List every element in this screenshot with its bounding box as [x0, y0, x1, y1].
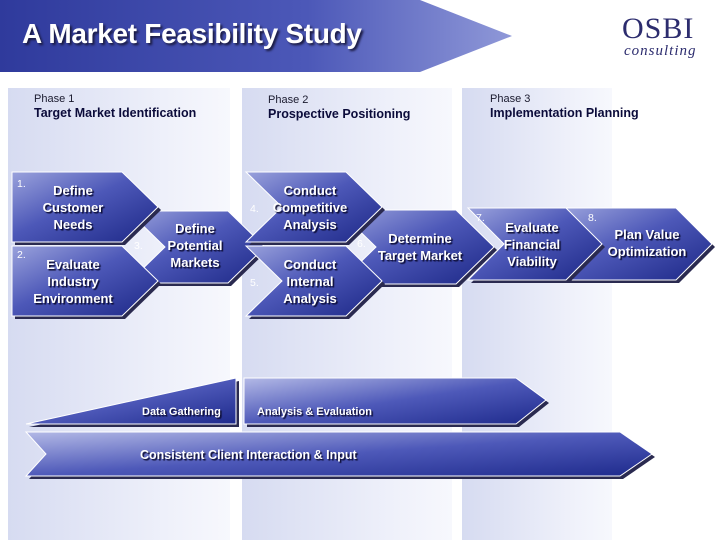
logo-tagline: consulting — [624, 43, 697, 59]
phase-3-name: Implementation Planning — [490, 106, 639, 120]
client-interaction-band — [24, 431, 655, 479]
step-6-chevron — [336, 209, 497, 287]
phase-2-number: Phase 2 — [268, 94, 309, 106]
analysis-band — [243, 377, 549, 427]
phase-3-number: Phase 3 — [490, 93, 531, 105]
step-8-label: Plan Value Optimization — [607, 227, 687, 259]
analysis-label: Analysis & Evaluation — [257, 406, 372, 418]
step-2-chevron — [11, 245, 161, 319]
page-title: A Market Feasibility Study — [22, 18, 362, 49]
phase-1-number: Phase 1 — [34, 93, 75, 105]
step-6-label: Determine Target Market — [377, 231, 463, 263]
step-7-label: Evaluate Financial Viability — [503, 219, 561, 269]
step-1-number: 1. — [17, 178, 26, 190]
step-4-chevron — [244, 171, 385, 245]
client-interaction-label: Consistent Client Interaction & Input — [140, 448, 357, 462]
step-3-chevron — [126, 210, 268, 286]
step-4-number: 4. — [250, 203, 259, 215]
data-gathering-band — [25, 377, 239, 427]
step-3-number: 3. — [134, 240, 143, 252]
step-5-number: 5. — [250, 277, 259, 289]
data-gathering-label: Data Gathering — [142, 406, 221, 418]
step-2-number: 2. — [17, 249, 26, 261]
step-5-label: Conduct Internal Analysis — [283, 256, 337, 306]
step-3-label: Define Potential Markets — [167, 220, 223, 270]
step-1-label: Define Customer Needs — [42, 182, 104, 232]
title-banner — [0, 0, 512, 72]
step-7-chevron — [466, 207, 605, 283]
step-8-chevron — [560, 207, 715, 283]
step-2-label: Evaluate Industry Environment — [33, 256, 113, 306]
step-1-chevron — [11, 171, 161, 245]
step-8-number: 8. — [588, 212, 597, 224]
step-6-number: 6. — [357, 238, 366, 250]
phase-2-name: Prospective Positioning — [268, 107, 411, 121]
logo-wordmark: OSBI — [622, 12, 695, 45]
step-4-label: Conduct Competitive Analysis — [272, 182, 348, 232]
step-7-number: 7. — [476, 212, 485, 224]
step-5-chevron — [244, 245, 385, 319]
phase-1-name: Target Market Identification — [34, 106, 197, 120]
